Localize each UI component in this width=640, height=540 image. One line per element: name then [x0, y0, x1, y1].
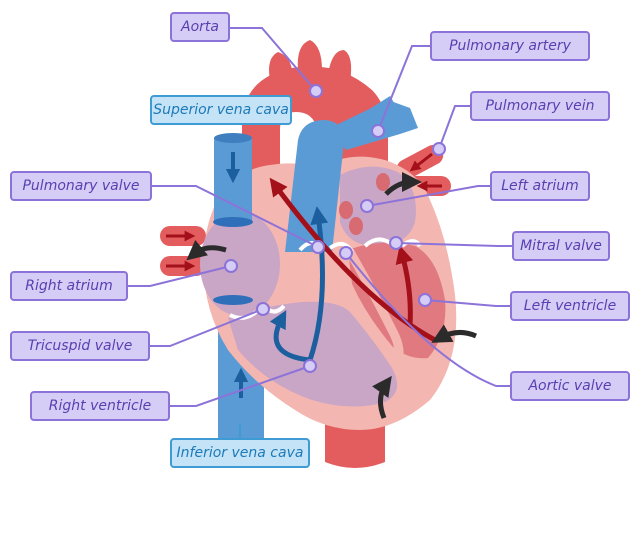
dot-tricuspid-valve [256, 302, 270, 316]
leader-line-left-ventricle [424, 299, 510, 307]
aorta-branch-1 [269, 52, 292, 80]
aorta-branch-3 [328, 50, 352, 82]
leader-line-pulmonary-vein [438, 105, 470, 150]
pv-opening-1 [376, 173, 390, 191]
label-pulmonary-artery: Pulmonary artery [430, 31, 590, 61]
label-aortic-valve: Aortic valve [510, 371, 630, 401]
superior-vena-cava-opening [214, 133, 252, 143]
flow-arrow-mitral [395, 245, 414, 326]
leader-line-pulmonary-artery [377, 45, 430, 132]
superior-vena-cava-vessel [214, 138, 252, 227]
dot-right-ventricle [303, 359, 317, 373]
pulmonary-artery-branch-right [330, 100, 418, 150]
flow-arrow-left-ventricle-to-aorta [269, 177, 437, 343]
leader-line-right-ventricle [170, 365, 311, 407]
flow-arrow-right-ventricle [269, 310, 311, 363]
flow-arrow-black-right-atrium [186, 239, 227, 261]
flow-arrow-pv-right-upper [409, 152, 433, 172]
flow-arrow-black-left-ventricle [431, 324, 478, 343]
dot-aortic-valve [339, 246, 353, 260]
label-inferior-vena-cava: Inferior vena cava [170, 438, 310, 468]
label-aorta: Aorta [170, 12, 230, 42]
flow-arrow-black-descending-aorta [372, 375, 392, 419]
leader-line-aorta [228, 27, 317, 92]
dot-left-ventricle [418, 293, 432, 307]
leader-line-pulmonary-valve [152, 185, 319, 248]
label-pulmonary-valve: Pulmonary valve [10, 171, 152, 201]
label-right-ventricle: Right ventricle [30, 391, 170, 421]
dot-pulmonary-valve [311, 240, 325, 254]
aorta-branch-2 [297, 40, 322, 70]
label-mitral-valve: Mitral valve [512, 231, 610, 261]
label-left-atrium: Left atrium [490, 171, 590, 201]
pulmonary-artery-branch-upper [360, 96, 396, 125]
pv-opening-2 [339, 201, 353, 219]
dot-pulmonary-artery [371, 124, 385, 138]
leader-lines [128, 27, 512, 440]
pv-opening-3 [349, 217, 363, 235]
flow-arrow-black-left-atrium [384, 172, 422, 196]
dot-mitral-valve [389, 236, 403, 250]
label-pulmonary-vein: Pulmonary vein [470, 91, 610, 121]
leader-dots [224, 84, 446, 373]
ivc-opening [213, 295, 253, 305]
dot-left-atrium [360, 199, 374, 213]
leader-line-left-atrium [366, 185, 490, 207]
label-left-ventricle: Left ventricle [510, 291, 630, 321]
dot-aorta [309, 84, 323, 98]
label-right-atrium: Right atrium [10, 271, 128, 301]
flow-arrow-pulmonary-trunk [307, 206, 329, 361]
right-atrium-chamber [200, 212, 280, 316]
label-tricuspid-valve: Tricuspid valve [10, 331, 150, 361]
label-superior-vena-cava: Superior vena cava [150, 95, 292, 125]
leader-line-aortic-valve [345, 252, 510, 387]
dot-right-atrium [224, 259, 238, 273]
dot-pulmonary-vein [432, 142, 446, 156]
leader-line-mitral-valve [395, 242, 512, 247]
leader-line-right-atrium [128, 265, 232, 287]
svc-opening [213, 217, 253, 227]
leader-line-tricuspid-valve [150, 308, 264, 347]
